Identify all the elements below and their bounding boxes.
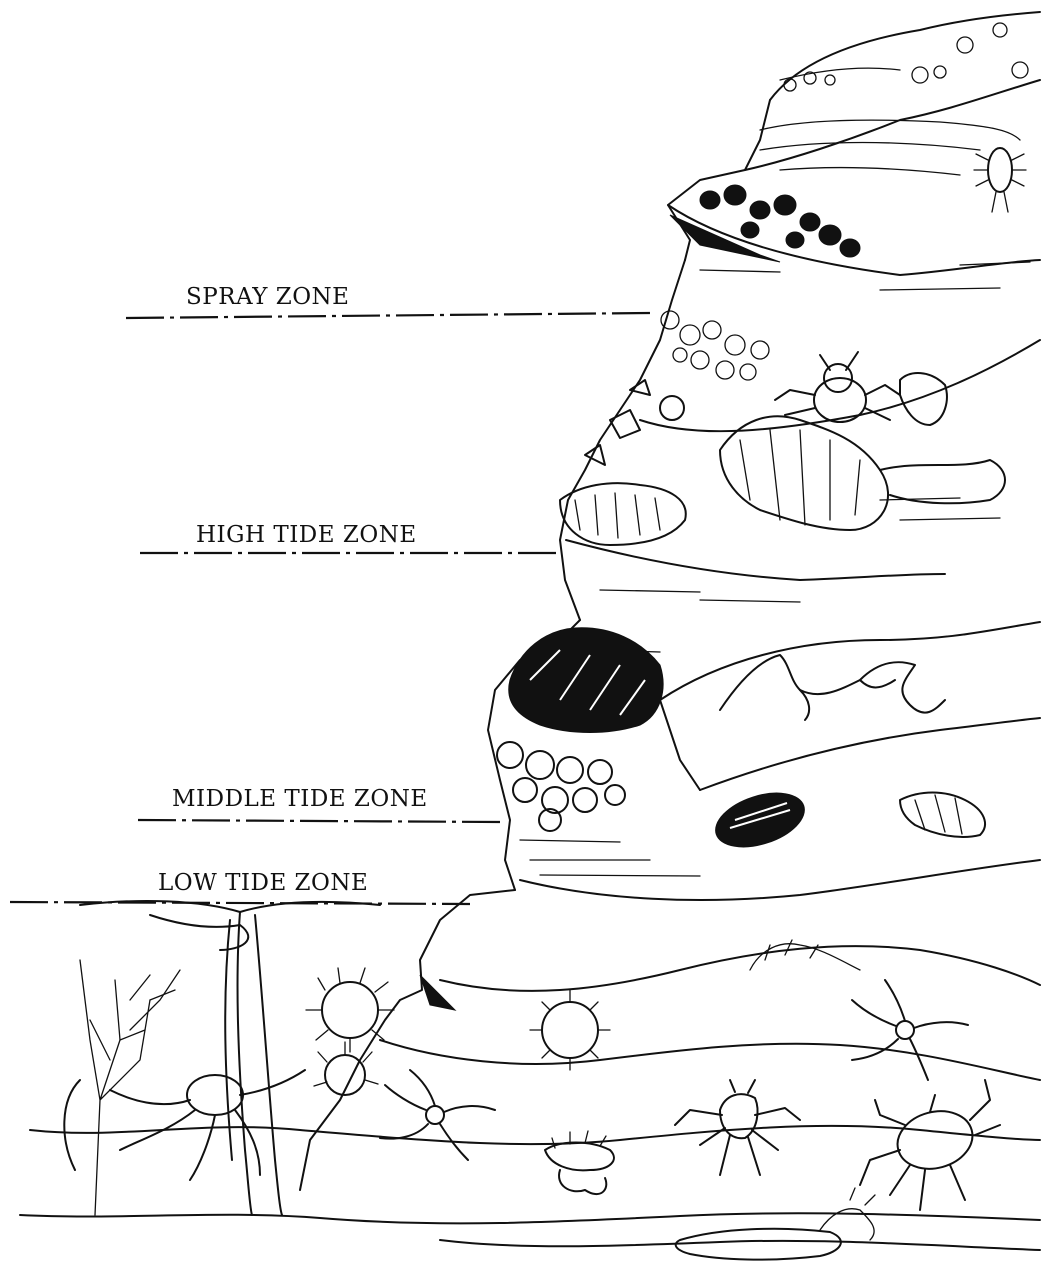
sea-grass: [750, 940, 860, 970]
whelk-snail-icon: [900, 793, 985, 837]
gooseneck-barnacles: [497, 742, 625, 831]
mussel-bed: [509, 628, 663, 733]
zone-boundaries: [10, 313, 650, 904]
high-tide-zone-label: HIGH TIDE ZONE: [196, 522, 417, 548]
isopod-icon: [974, 148, 1026, 212]
sea-star-icon: [720, 655, 945, 720]
spray-zone-organisms: [700, 23, 1028, 257]
limpets: [585, 380, 684, 465]
sea-anemones-low: [306, 968, 394, 1095]
low-tide-zone-line: [10, 902, 470, 904]
dungeness-crab-icon: [860, 1080, 1000, 1210]
anemones-high: [560, 483, 686, 545]
middle-tide-zone-label: MIDDLE TIDE ZONE: [172, 786, 428, 812]
coralline-algae: [80, 960, 180, 1215]
sea-cucumber-icon: [676, 1188, 875, 1260]
brittle-star-icon: [380, 980, 968, 1160]
nudibranchs: [545, 1131, 614, 1194]
shore-crab-icon: [775, 352, 900, 422]
barnacles: [661, 311, 769, 380]
low-tide-organisms: [64, 901, 1000, 1260]
rock-cliff: [20, 12, 1040, 1250]
spray-zone-label: SPRAY ZONE: [186, 284, 349, 310]
chiton-icon: [709, 783, 811, 857]
low-tide-zone-label: LOW TIDE ZONE: [158, 870, 368, 896]
middle-tide-zone-line: [138, 820, 500, 822]
rockweed: [720, 373, 1005, 530]
spray-zone-line: [126, 313, 650, 318]
sea-urchin-icon: [530, 990, 610, 1070]
